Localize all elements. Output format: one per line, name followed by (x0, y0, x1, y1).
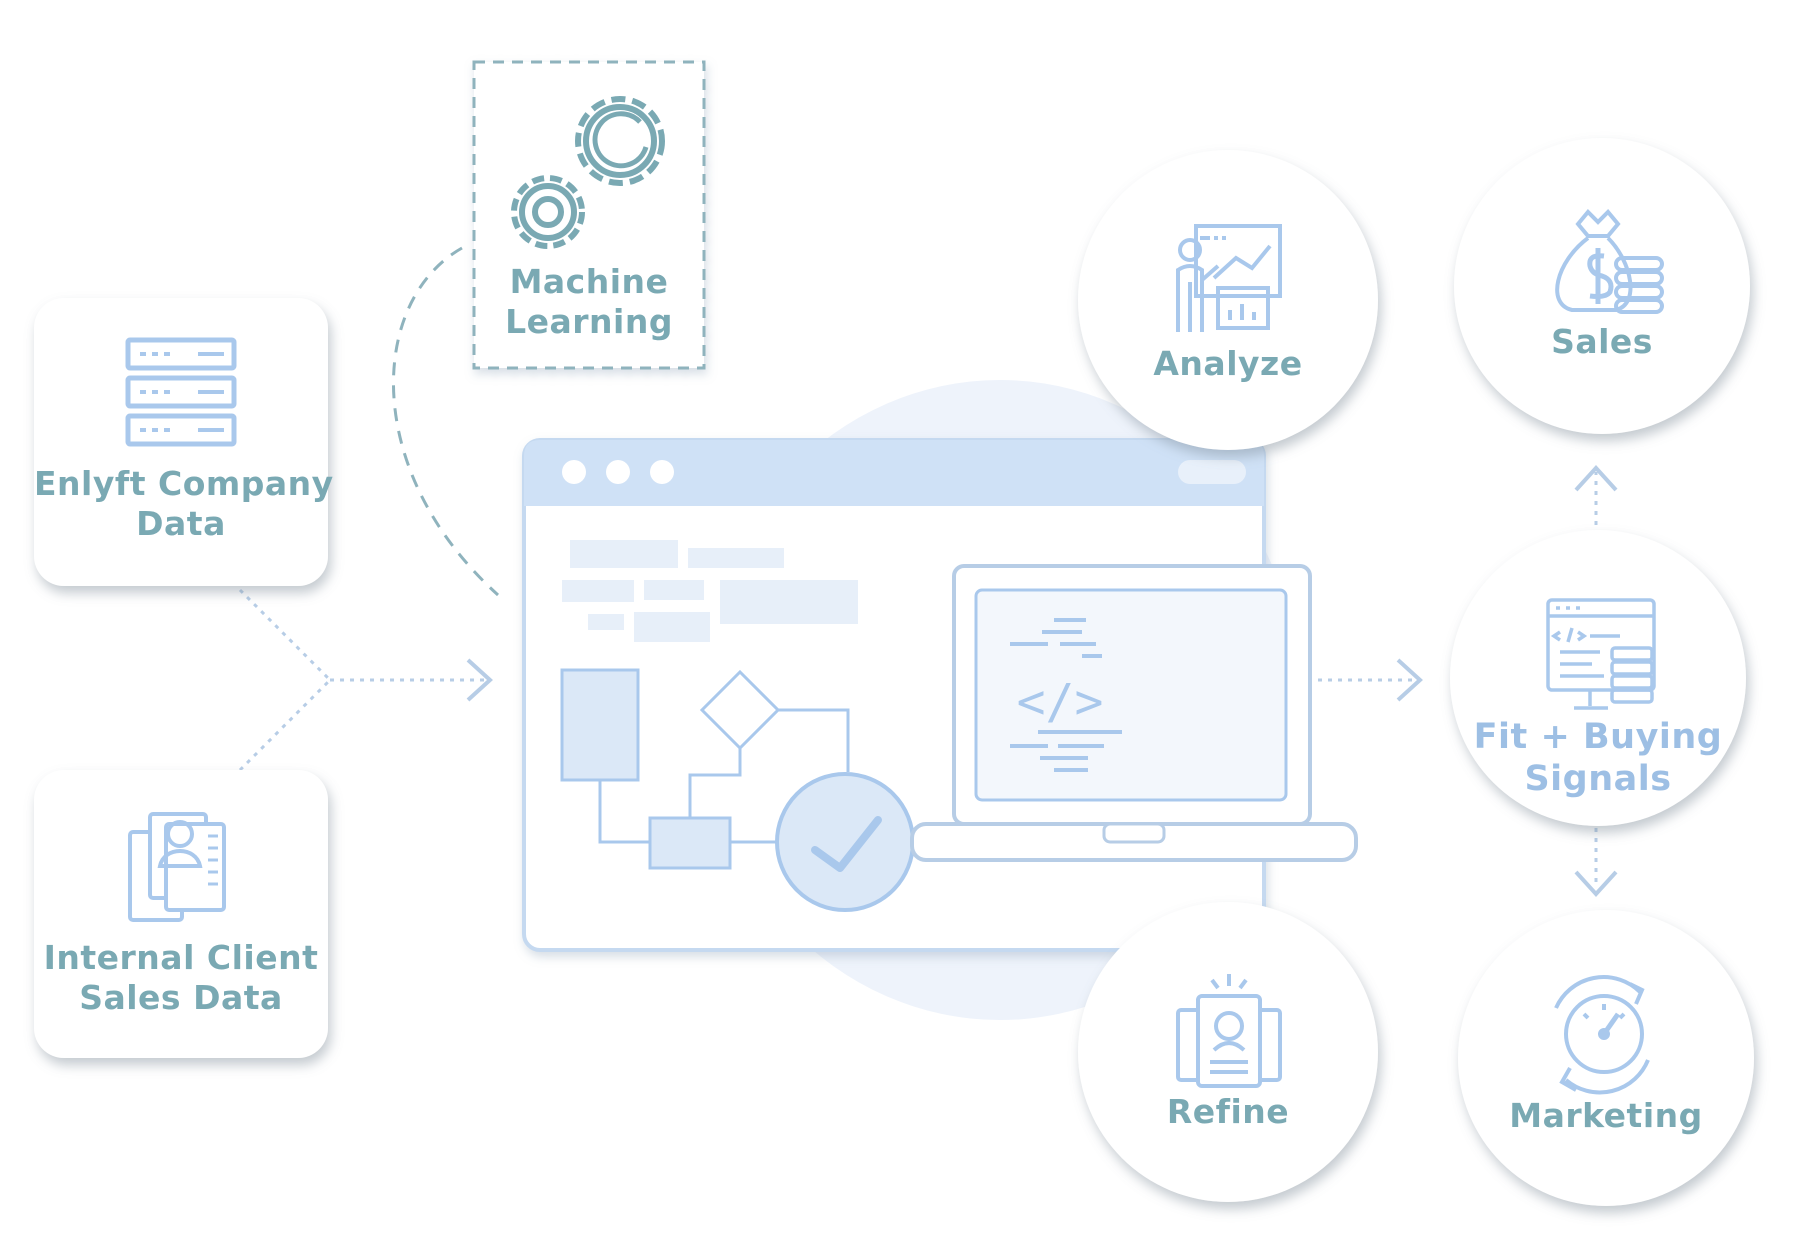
fit-buying-line2: Signals (1524, 759, 1672, 799)
marketing-label: Marketing (1509, 1096, 1703, 1135)
browser-window-icon: </> (522, 438, 1358, 952)
client-data-card (34, 770, 328, 1058)
marketing-arrow-head (1574, 870, 1618, 897)
monitor-data-icon (1546, 598, 1656, 710)
company-data-line2: Data (136, 503, 226, 543)
refine-label: Refine (1166, 1092, 1290, 1131)
analyze-circle (1078, 150, 1378, 450)
fit-buying-circle (1450, 530, 1746, 826)
input-arrow-head (466, 658, 493, 702)
company-data-label: Enlyft Company Data (34, 464, 334, 543)
presentation-chart-icon (1176, 224, 1282, 332)
company-data-card (34, 298, 328, 586)
flowchart-icon (560, 668, 850, 870)
content-placeholders (562, 540, 858, 642)
client-documents-icon (128, 812, 226, 922)
client-data-line2: Sales Data (79, 977, 283, 1017)
machine-learning-label: Machine Learning (474, 262, 704, 341)
server-stack-icon (125, 337, 237, 447)
client-data-line1: Internal Client (43, 938, 319, 977)
code-glyph: </> (1017, 674, 1104, 730)
company-data-line1: Enlyft Company (34, 464, 334, 503)
speedometer-cycle-icon (1554, 975, 1650, 1095)
laptop-code-icon: </> (910, 564, 1358, 862)
machine-learning-line1: Machine (509, 262, 669, 301)
client-connector (238, 678, 332, 772)
company-connector (238, 588, 332, 682)
client-data-label: Internal Client Sales Data (34, 938, 328, 1017)
analyze-label: Analyze (1153, 344, 1303, 383)
money-bag-icon (1555, 209, 1664, 314)
window-dot (650, 460, 674, 484)
code-lines (1010, 618, 1122, 772)
window-dot (562, 460, 586, 484)
window-dot (606, 460, 630, 484)
check-circle-icon (775, 772, 915, 912)
fit-buying-line1: Fit + Buying (1473, 717, 1723, 757)
machine-learning-box (472, 60, 706, 370)
connectors (238, 246, 1618, 897)
profile-card-icon (1176, 974, 1282, 1088)
sales-arrow-head (1574, 465, 1618, 492)
gears-icon (511, 96, 665, 249)
machine-learning-line2: Learning (505, 301, 673, 341)
output-arrow-head (1396, 658, 1423, 702)
fit-buying-label: Fit + Buying Signals (1448, 716, 1748, 800)
sales-circle (1454, 138, 1750, 434)
sales-label: Sales (1551, 322, 1653, 361)
marketing-circle (1458, 910, 1754, 1206)
window-address-pill (1178, 460, 1246, 484)
refine-circle (1078, 902, 1378, 1202)
ml-connector-arc (392, 246, 500, 597)
